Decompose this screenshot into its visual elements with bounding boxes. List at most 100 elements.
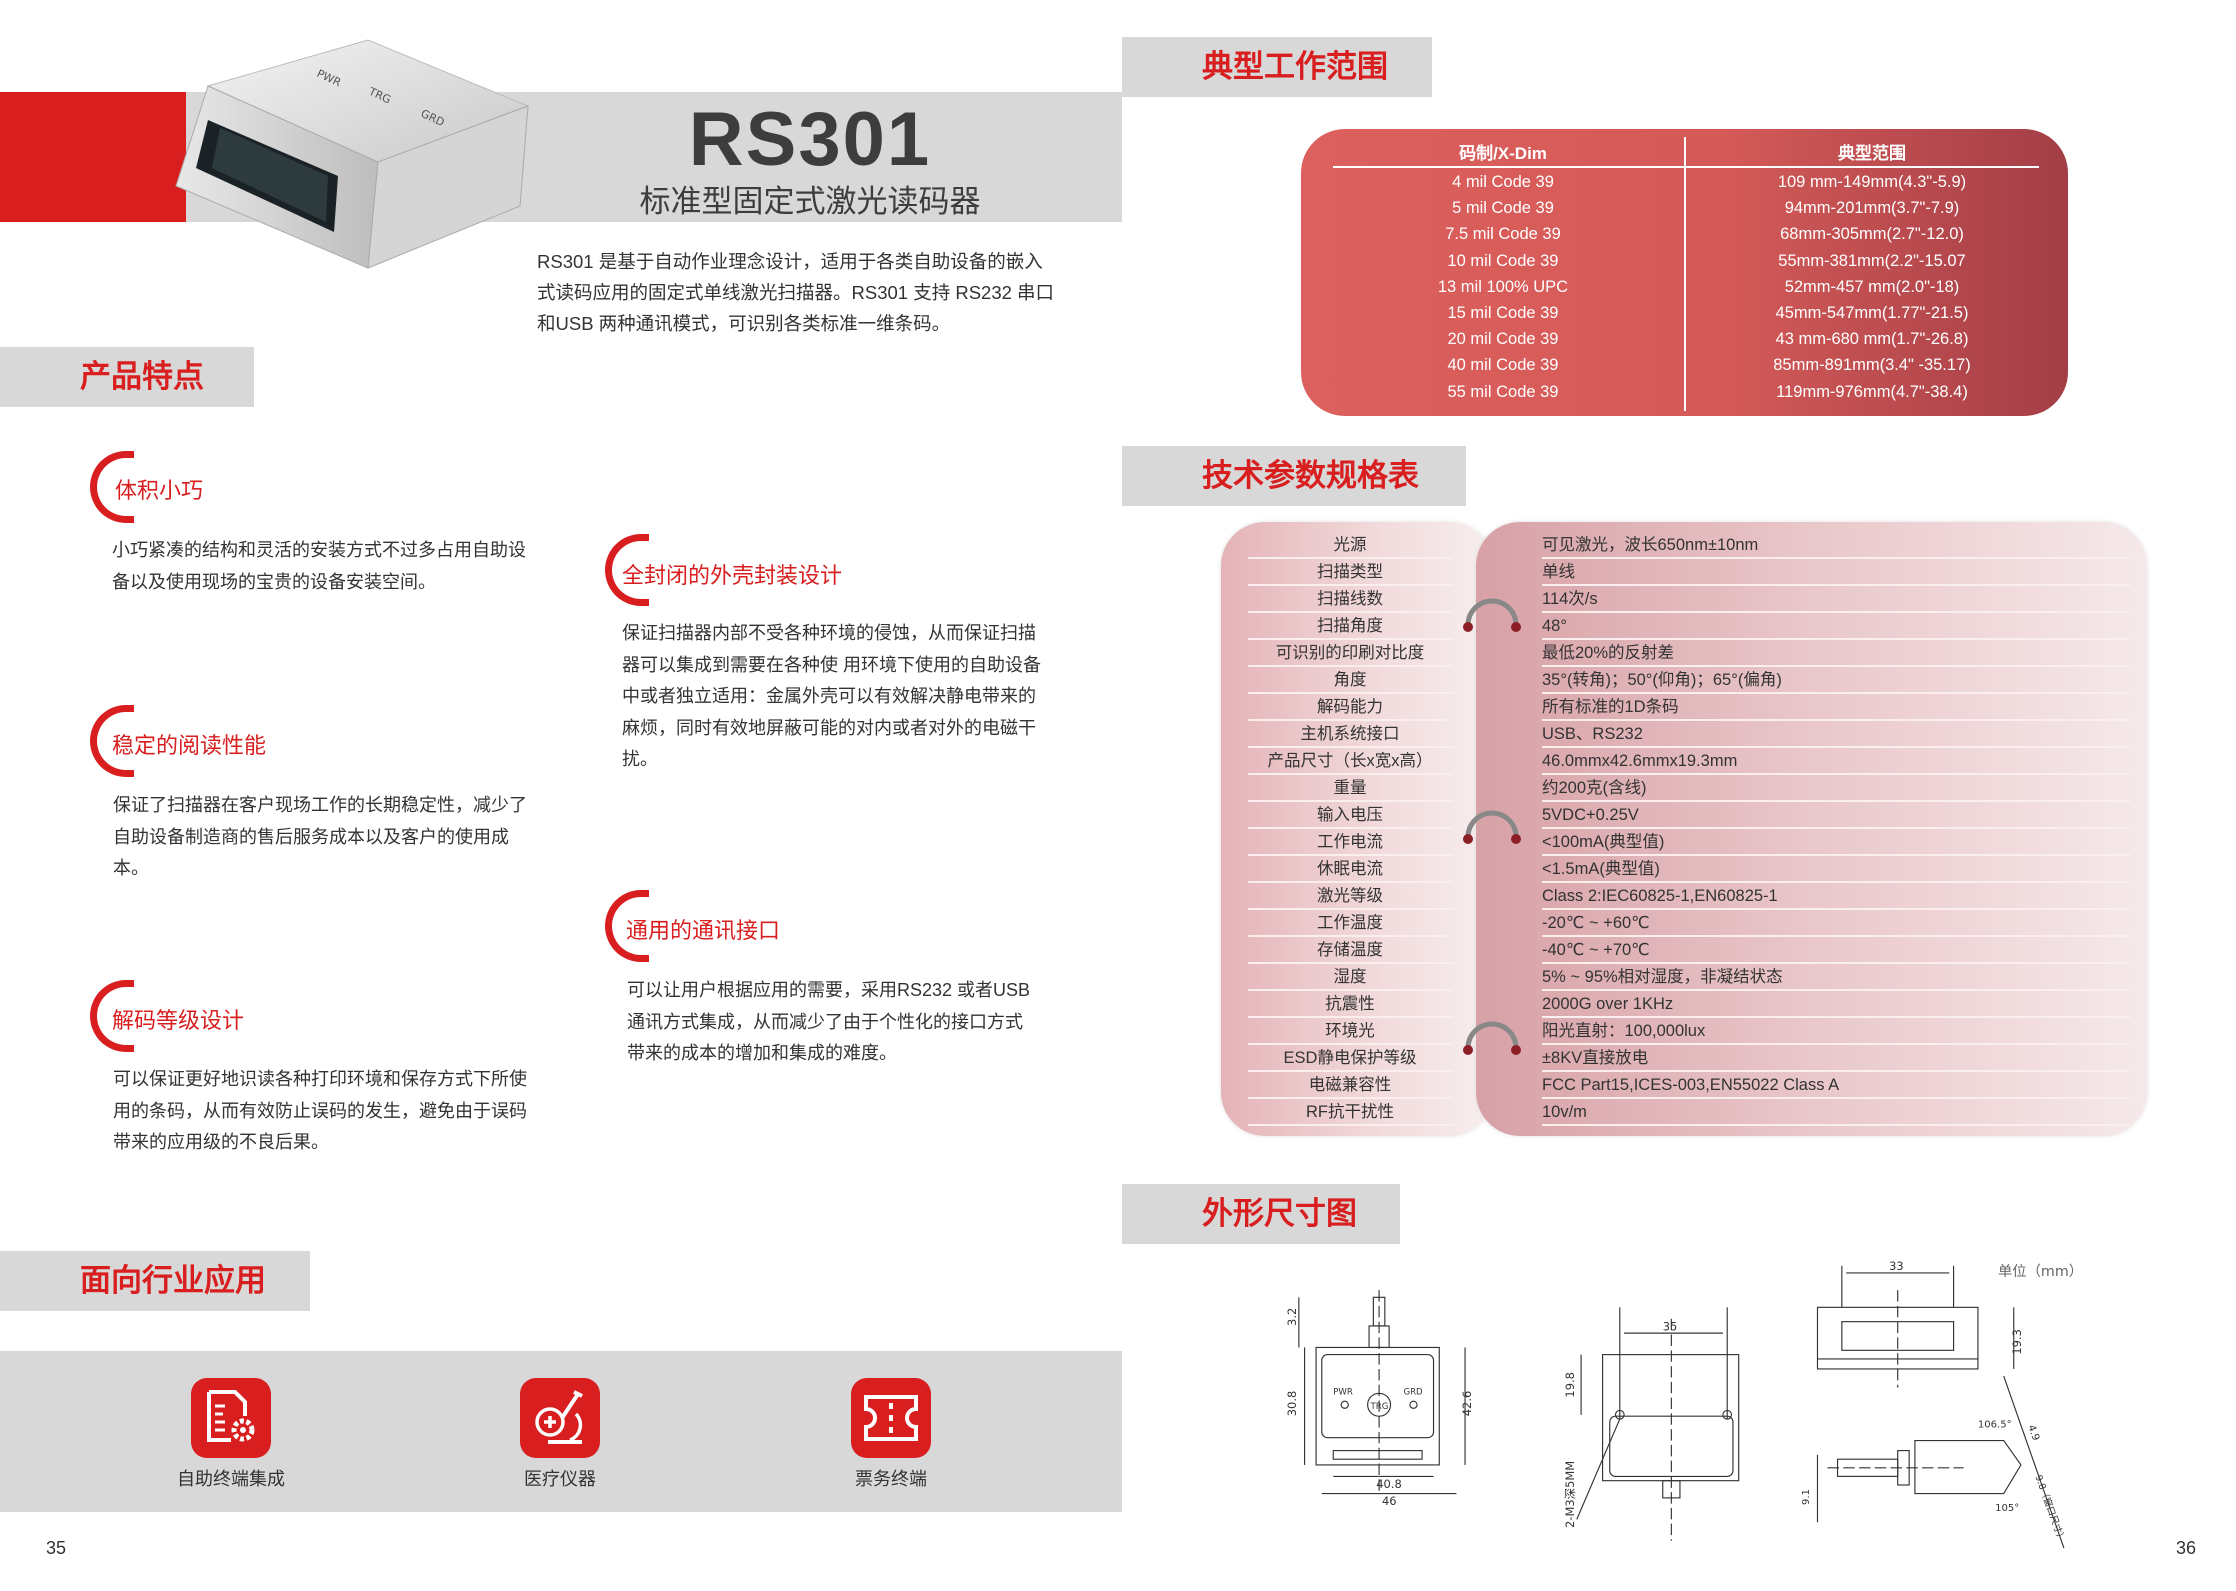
page-number-left: 35 — [46, 1538, 67, 1558]
product-image: PWR TRG GRD — [175, 39, 530, 269]
microscope-icon — [520, 1378, 600, 1458]
dim-label: 30.8 — [1285, 1391, 1299, 1417]
spec-value: 48° — [1542, 613, 2130, 640]
spec-value: FCC Part15,ICES-003,EN55022 Class A — [1542, 1072, 2130, 1099]
dim-label: 9.1 — [1801, 1489, 1812, 1505]
feature-title: 体积小巧 — [115, 478, 204, 503]
range-header-divider — [1333, 166, 2039, 168]
spec-value: -40℃ ~ +70℃ — [1542, 937, 2130, 964]
product-model-title: RS301 — [688, 97, 932, 182]
range-value-cell: 94mm-201mm(3.7"-7.9) — [1784, 199, 1960, 218]
product-subtitle: 标准型固定式激光读码器 — [639, 184, 981, 219]
side-view-drawing — [1816, 1375, 2065, 1549]
spec-label: RF抗干扰性 — [1248, 1099, 1452, 1126]
spec-label: 重量 — [1248, 775, 1452, 802]
spec-value: 114次/s — [1542, 586, 2130, 613]
range-code-cell: 13 mil 100% UPC — [1437, 277, 1569, 296]
range-code-cell: 4 mil Code 39 — [1452, 173, 1554, 191]
range-header-range: 典型范围 — [1838, 144, 1906, 163]
dimension-drawings: 3.2 30.8 42.6 40.8 46 PWR TRG GRD 35 19.… — [1285, 1259, 2083, 1549]
range-value-cell: 85mm-891mm(3.4" -35.17) — [1773, 356, 1971, 375]
feature-title: 全封闭的外壳封装设计 — [622, 563, 843, 588]
spec-value: 阳光直射：100,000lux — [1542, 1018, 2130, 1045]
angle-label: 105° — [1995, 1503, 2019, 1514]
range-code-cell: 10 mil Code 39 — [1447, 251, 1559, 270]
spec-value: 可见激光，波长650nm±10nm — [1542, 532, 2130, 559]
grd-label: GRD — [1403, 1388, 1423, 1398]
spec-label: 主机系统接口 — [1248, 721, 1452, 748]
spec-label: 激光等级 — [1248, 883, 1452, 910]
spec-section-title: 技术参数规格表 — [1122, 446, 1466, 506]
binder-ring-icon — [1463, 810, 1521, 844]
binder-ring-icon — [1463, 598, 1521, 632]
spec-value: 所有标准的1D条码 — [1542, 694, 2130, 721]
feature-bracket-icon — [90, 451, 134, 523]
pwr-label: PWR — [1333, 1388, 1353, 1398]
range-value-cell: 109 mm-149mm(4.3"-5.9) — [1777, 173, 1967, 191]
feature-title: 稳定的阅读性能 — [112, 733, 267, 758]
spec-label: 抗震性 — [1248, 991, 1452, 1018]
spec-label: 角度 — [1248, 667, 1452, 694]
top-view-drawing — [1816, 1265, 2015, 1388]
document-gear-icon — [191, 1378, 271, 1458]
dim-label: 19.8 — [1563, 1372, 1577, 1398]
spec-label: ESD静电保护等级 — [1248, 1045, 1452, 1072]
dim-label: 19.3 — [2010, 1329, 2024, 1355]
bottom-view-drawing — [1576, 1307, 1740, 1541]
range-code-cell: 20 mil Code 39 — [1447, 330, 1559, 349]
range-value-cell: 55mm-381mm(2.2"-15.07 — [1778, 251, 1966, 270]
spec-label: 电磁兼容性 — [1248, 1072, 1452, 1099]
spec-label: 可识别的印刷对比度 — [1248, 640, 1452, 667]
spec-value: 35°(转角)；50°(仰角)；65°(偏角) — [1542, 667, 2130, 694]
industry-label: 票务终端 — [855, 1469, 927, 1489]
dim-note: 2-M3深5MM — [1563, 1461, 1577, 1528]
binder-ring-icon — [1463, 1021, 1521, 1055]
trg-label: TRG — [1369, 1402, 1388, 1412]
spec-value: 2000G over 1KHz — [1542, 991, 2130, 1018]
spec-value: 10v/m — [1542, 1099, 2130, 1126]
feature-body: 保证扫描器内部不受各种环境的侵蚀，从而保证扫描器可以集成到需要在各种使 用环境下… — [622, 623, 1041, 769]
dim-label: 40.8 — [1376, 1477, 1402, 1491]
feature-bracket-icon — [90, 980, 134, 1052]
spec-label: 扫描线数 — [1248, 586, 1452, 613]
dim-label: 4.9 — [2025, 1424, 2041, 1443]
range-code-cell: 40 mil Code 39 — [1447, 356, 1559, 375]
feature-bracket-icon — [605, 890, 649, 962]
range-code-cell: 15 mil Code 39 — [1447, 304, 1559, 322]
feature-title: 解码等级设计 — [112, 1008, 245, 1033]
feature-body: 保证了扫描器在客户现场工作的长期稳定性，减少了自助设备制造商的售后服务成本以及客… — [113, 795, 527, 878]
spec-value: 5VDC+0.25V — [1542, 802, 2130, 829]
spec-value: 5% ~ 95%相对湿度，非凝结状态 — [1542, 964, 2130, 991]
feature-bracket-icon — [605, 534, 649, 606]
angle-label: 106.5° — [1978, 1420, 2012, 1431]
spec-label: 光源 — [1248, 532, 1452, 559]
spec-label: 工作温度 — [1248, 910, 1452, 937]
spec-values-panel — [1476, 522, 2147, 1136]
range-code-cell: 55 mil Code 39 — [1447, 382, 1559, 401]
range-code-cell: 5 mil Code 39 — [1452, 199, 1554, 218]
spec-label: 产品尺寸（长x宽x高） — [1248, 748, 1452, 775]
industry-label: 医疗仪器 — [524, 1469, 596, 1489]
dim-label: 42.6 — [1460, 1391, 1474, 1417]
spec-labels-panel — [1221, 522, 1493, 1136]
spec-label: 工作电流 — [1248, 829, 1452, 856]
spec-label: 解码能力 — [1248, 694, 1452, 721]
range-value-cell: 45mm-547mm(1.77"-21.5) — [1775, 304, 1969, 322]
spec-label: 存储温度 — [1248, 937, 1452, 964]
features-section-title: 产品特点 — [0, 347, 254, 407]
dim-label: 35 — [1663, 1319, 1678, 1333]
dim-note: 9.8（窗口尺寸） — [2032, 1473, 2067, 1543]
feature-body: 可以保证更好地识读各种打印环境和保存方式下所使用的条码，从而有效防止误码的发生，… — [113, 1069, 527, 1152]
dim-label: 33 — [1889, 1259, 1904, 1273]
feature-body: 可以让用户根据应用的需要，采用RS232 或者USB 通讯方式集成，从而减少了由… — [627, 980, 1031, 1063]
spec-value: -20℃ ~ +60℃ — [1542, 910, 2130, 937]
range-column-divider — [1684, 137, 1686, 411]
range-code-cell: 7.5 mil Code 39 — [1445, 225, 1561, 244]
product-intro: RS301 是基于自动作业理念设计，适用于各类自助设备的嵌入式读码应用的固定式单… — [537, 251, 1055, 334]
spec-label: 扫描类型 — [1248, 559, 1452, 586]
spec-value: Class 2:IEC60825-1,EN60825-1 — [1542, 883, 2130, 910]
front-view-drawing — [1298, 1290, 1466, 1495]
dim-label: 46 — [1382, 1494, 1397, 1508]
dim-label: 3.2 — [1285, 1308, 1299, 1326]
